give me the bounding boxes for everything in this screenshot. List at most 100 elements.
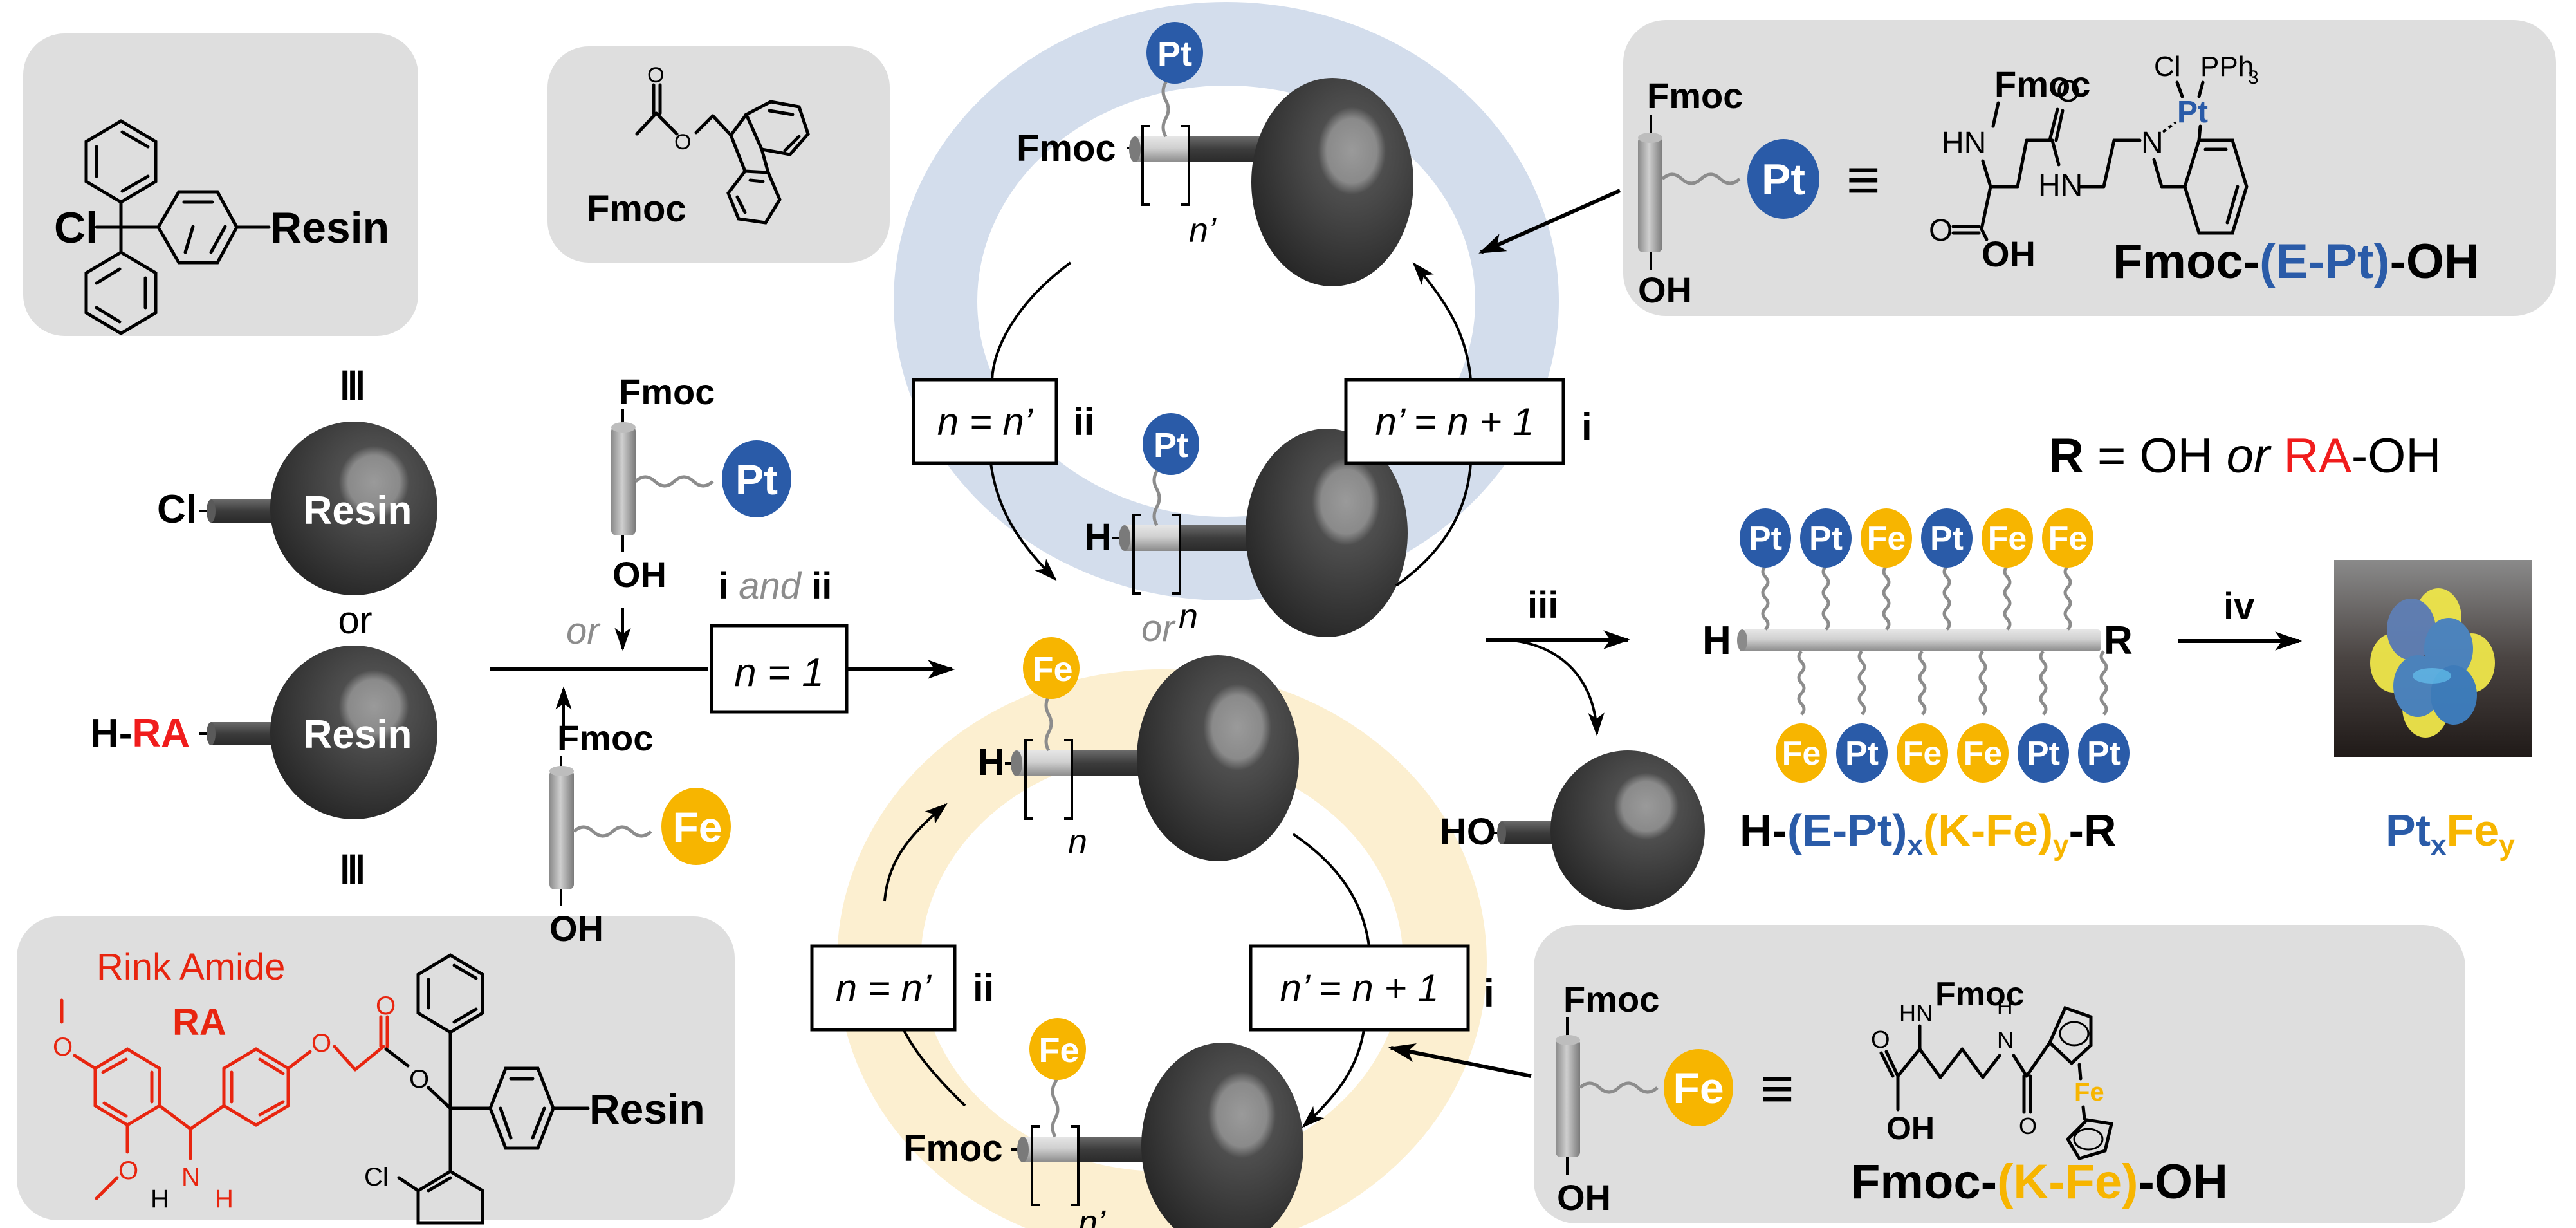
pt-cycle-right-box: n’ = n + 1 [1375,400,1534,443]
polymer-badge-label: Pt [2087,735,2121,772]
polymer-badge-fe [1897,723,1948,783]
rink-amide-panel: Rink Amide RA O O N H H O O O [17,916,735,1225]
svg-text:Pt: Pt [1154,426,1188,465]
step-iv-label: iv [2223,586,2254,628]
starting-resins: Ⅲ Cl Resin or H-RA Resin Ⅲ [90,364,437,891]
polymer-badge-label: Fe [1964,735,2003,772]
rink-o-methoxy-bottom: O [118,1157,138,1185]
fe-structure-n: N [1997,1027,2014,1053]
fe-structure-fmoc: Fmoc [1935,976,2025,1013]
polymer-linker-top [2063,565,2072,631]
polymer-badge-label: Fe [1903,735,1942,772]
pt-monomer-oh-bottom: OH [1638,270,1692,310]
pt-structure-cl: Cl [2154,51,2181,82]
pt-monomer-name: Fmoc-(E-Pt)-OH [2113,234,2479,289]
polymer-linker-bottom [1857,650,1866,716]
fe-cycle-left-box: n = n’ [836,967,932,1010]
rink-ra-label: RA [172,1001,226,1043]
svg-text:Pt: Pt [1157,35,1192,73]
pt-structure-pt: Pt [2177,95,2208,129]
pt-cycle-step-i: i [1581,405,1592,449]
svg-text:Pt: Pt [735,456,778,503]
polymer-linker-top [2003,565,2012,631]
fe-monomer-name: Fmoc-(K-Fe)-OH [1850,1155,2228,1209]
equivalence-vertical-top: Ⅲ [339,364,365,407]
polymer-badge-pt [1800,508,1852,568]
polymer-badge-pt [1836,723,1888,783]
rink-cl: Cl [364,1163,389,1191]
fmoc-o-ester: O [674,130,691,154]
polymer-badge-pt [2078,723,2130,783]
or-merge-label: or [566,610,601,652]
polymer-h-terminus: H [1702,619,1731,663]
pt-structure-o-acid: O [1929,214,1953,248]
fe-cycle-bottom-badge [1029,1018,1086,1080]
polymer-badge-pt [1740,508,1791,568]
rink-n: N [181,1163,200,1191]
polymer-badge-fe [1861,508,1912,568]
polymer-badge-fe [1982,508,2033,568]
polymer-badge-label: Fe [2048,520,2088,557]
fe-monomer-panel: Fmoc OH Fe ≡ HN Fmoc O OH H N O Fe [1534,925,2465,1223]
polymer-badge-pt [1921,508,1973,568]
pt-reagent: Fmoc OH Pt [611,371,791,595]
pt-monomer-panel: Fmoc OH Pt ≡ Fmoc HN O HN N Pt Cl PPh 3 [1623,20,2556,316]
pt-structure-pph3-subscript: 3 [2248,67,2259,88]
rink-amide-resin-bead: H-RA Resin [90,646,437,819]
polymer-badge-fe [1957,723,2009,783]
polymer-linker-bottom [1797,650,1806,716]
pt-structure-n: N [2141,126,2164,160]
polymer-linker-top [1942,565,1951,631]
cleavage-step: iii HO [1440,584,1705,910]
ptfe-formula: PtxFey [2386,805,2515,861]
fe-reagent-oh: OH [549,908,603,949]
n-equals-1-box: n = 1 [734,651,824,695]
polymer-r-terminus: R [2104,619,2133,663]
nanoparticle-formation: iv PtxFey [2178,560,2532,861]
bead2-prefix: H-RA [90,711,190,756]
fe-structure-oh: OH [1886,1110,1935,1146]
rink-h2: H [215,1185,234,1213]
polymer-linker-top [1882,565,1891,631]
pt-structure-oh: OH [1982,234,2036,274]
polymer-badge-label: Pt [2027,735,2060,772]
step-i-and-ii: i and ii [718,565,832,607]
svg-text:Fe: Fe [1673,1064,1724,1113]
fe-monomer-badge [1664,1049,1733,1126]
polymer-badge-fe [2042,508,2093,568]
fmoc-o-carbonyl: O [647,63,664,88]
pt-reagent-fmoc: Fmoc [619,371,715,412]
ptfe-cluster-icon [2370,588,2495,738]
pt-cycle-bottom-badge [1143,413,1199,475]
or-between-cycles: or [1141,608,1176,649]
first-coupling: Fmoc OH Pt or i and ii n = 1 Fmoc OH Fe [490,371,955,949]
pt-cycle-bottom-bead [1246,429,1408,637]
pt-cycle-step-ii: ii [1073,400,1094,443]
cleaved-resin-bead [1550,750,1705,910]
fe-structure-o-acid: O [1871,1027,1890,1054]
polymer-badge-label: Pt [1930,520,1964,557]
fe-cycle-right-box: n’ = n + 1 [1280,967,1439,1010]
equivalence-vertical-bottom: Ⅲ [339,848,365,891]
pt-cycle-bottom-h: H [1085,516,1112,558]
polymer-linker-top [1761,565,1770,631]
polymer-formula: H-(E-Pt)x(K-Fe)y-R [1740,805,2117,861]
fe-cycle-top-bead [1137,655,1299,861]
pt-structure-o-amide: O [2056,75,2080,109]
fe-cycle-bottom-subscript: n’ [1078,1204,1106,1228]
polymer-badge-fe [1776,723,1827,783]
rink-amide-title: Rink Amide [97,946,285,988]
pt-cycle-top-bead [1251,78,1413,286]
pt-monomer-badge [1747,139,1819,219]
polymer-badge-label: Pt [1845,735,1879,772]
pt-cycle-top-subscript: n’ [1189,211,1217,250]
or-between-resins: or [338,599,372,642]
pt-cycle-left-box: n = n’ [937,400,1034,443]
pt-structure-pph3: PPh [2200,51,2254,82]
pt-cycle-top-fmoc: Fmoc [1017,127,1116,169]
pt-cycle-top-badge [1146,22,1203,84]
rink-h1: H [151,1185,169,1213]
polymer-badge-label: Pt [1749,520,1782,557]
